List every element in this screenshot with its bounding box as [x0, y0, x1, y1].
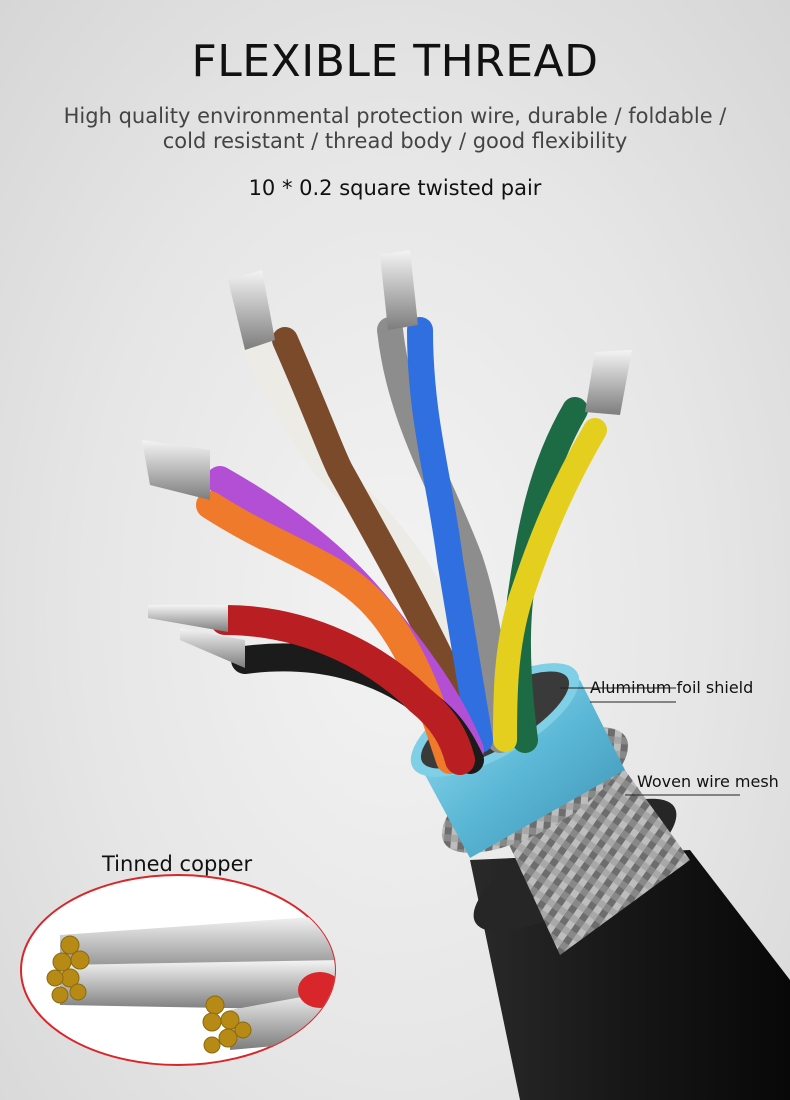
foil-label: Aluminum foil shield [590, 678, 754, 697]
wire-yellow [493, 418, 607, 752]
wire-red [210, 605, 475, 775]
wire-blue [407, 317, 493, 753]
stripped-wire-tips [142, 250, 632, 668]
mesh-label: Woven wire mesh [637, 772, 779, 791]
wire-spec: 10 * 0.2 square twisted pair [248, 176, 542, 200]
tinned-copper-label: Tinned copper [102, 852, 253, 876]
twisted-wires [196, 317, 607, 775]
page-title: FLEXIBLE THREAD [191, 36, 599, 87]
tinned-copper-inset [20, 874, 336, 1066]
subtitle: High quality environmental protection wi… [63, 104, 727, 153]
wire-brown [272, 327, 483, 733]
